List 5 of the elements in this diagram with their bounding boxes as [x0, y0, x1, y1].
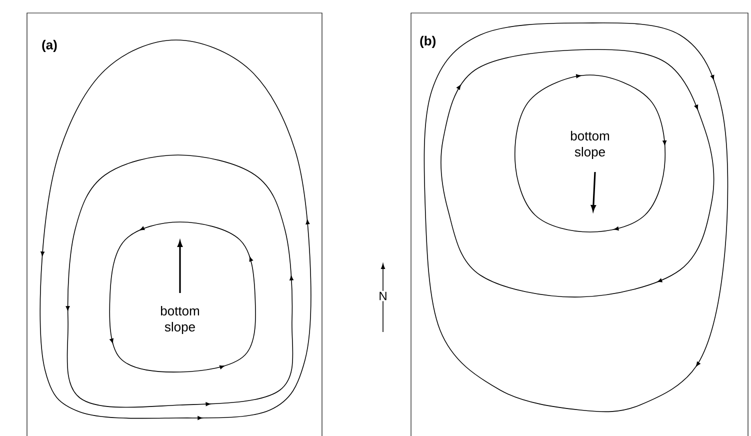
slope-label: bottom slope — [160, 306, 200, 334]
panel-label: (b) — [420, 36, 436, 48]
panel-label: (a) — [42, 40, 57, 52]
north-label: N — [378, 290, 388, 302]
slope-label: bottom slope — [570, 130, 610, 160]
